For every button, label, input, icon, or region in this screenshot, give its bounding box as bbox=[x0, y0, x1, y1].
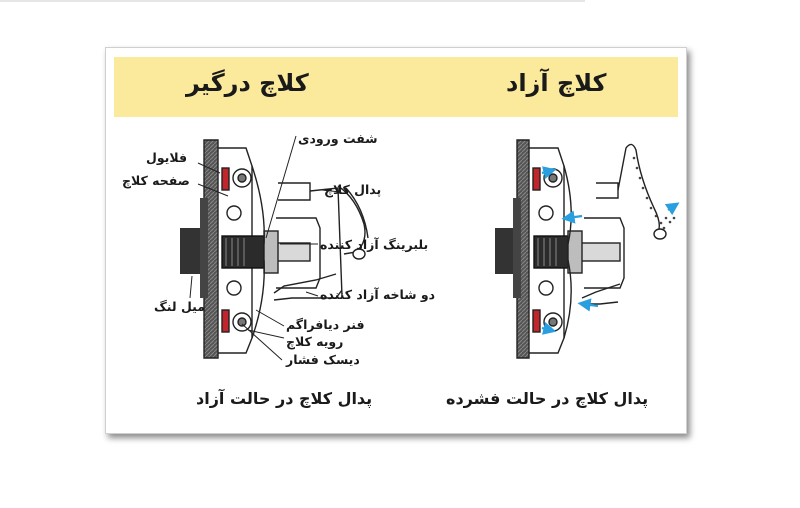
top-divider-line bbox=[0, 0, 585, 2]
friction-pad-top bbox=[221, 167, 230, 191]
title-engaged-clutch: کلاچ درگیر bbox=[186, 69, 309, 97]
clutch-illustrations bbox=[180, 135, 680, 361]
friction-pad-bottom bbox=[221, 309, 230, 333]
caption-pedal-pressed: پدال کلاچ در حالت فشرده bbox=[446, 389, 649, 408]
label-leader-lines bbox=[189, 135, 341, 361]
release-bearing-shape bbox=[263, 230, 279, 274]
crankshaft-shape bbox=[180, 228, 200, 274]
label-clutch-cover: رویه کلاچ bbox=[286, 334, 344, 349]
motion-arrows bbox=[541, 166, 680, 335]
clutch-diagram-figure: کلاچ درگیر کلاچ آزاد bbox=[105, 47, 687, 434]
label-crankshaft: میل لنگ bbox=[154, 299, 205, 314]
title-banner: کلاچ درگیر کلاچ آزاد bbox=[114, 57, 678, 117]
label-clutch-pedal: پدال کلاچ bbox=[324, 182, 382, 197]
label-release-fork: دو شاخه آزاد کننده bbox=[320, 287, 436, 302]
label-pressure-plate: دیسک فشار bbox=[286, 352, 360, 367]
label-release-bearing: بلبرینگ آزاد کننده bbox=[320, 237, 429, 252]
title-released-clutch: کلاچ آزاد bbox=[506, 69, 607, 97]
label-clutch-plate: صفحه کلاچ bbox=[122, 173, 190, 188]
label-input-shaft: شفت ورودی bbox=[298, 131, 378, 146]
caption-pedal-free: پدال کلاچ در حالت آزاد bbox=[196, 389, 373, 408]
engaged-clutch-drawing bbox=[180, 139, 369, 359]
label-diaphragm-spring: فنر دیافراگم bbox=[286, 317, 365, 332]
clutch-hub bbox=[221, 235, 265, 269]
released-clutch-drawing bbox=[495, 139, 676, 359]
label-flywheel: فلایول bbox=[146, 150, 188, 165]
crankshaft-shape-released bbox=[495, 228, 513, 274]
